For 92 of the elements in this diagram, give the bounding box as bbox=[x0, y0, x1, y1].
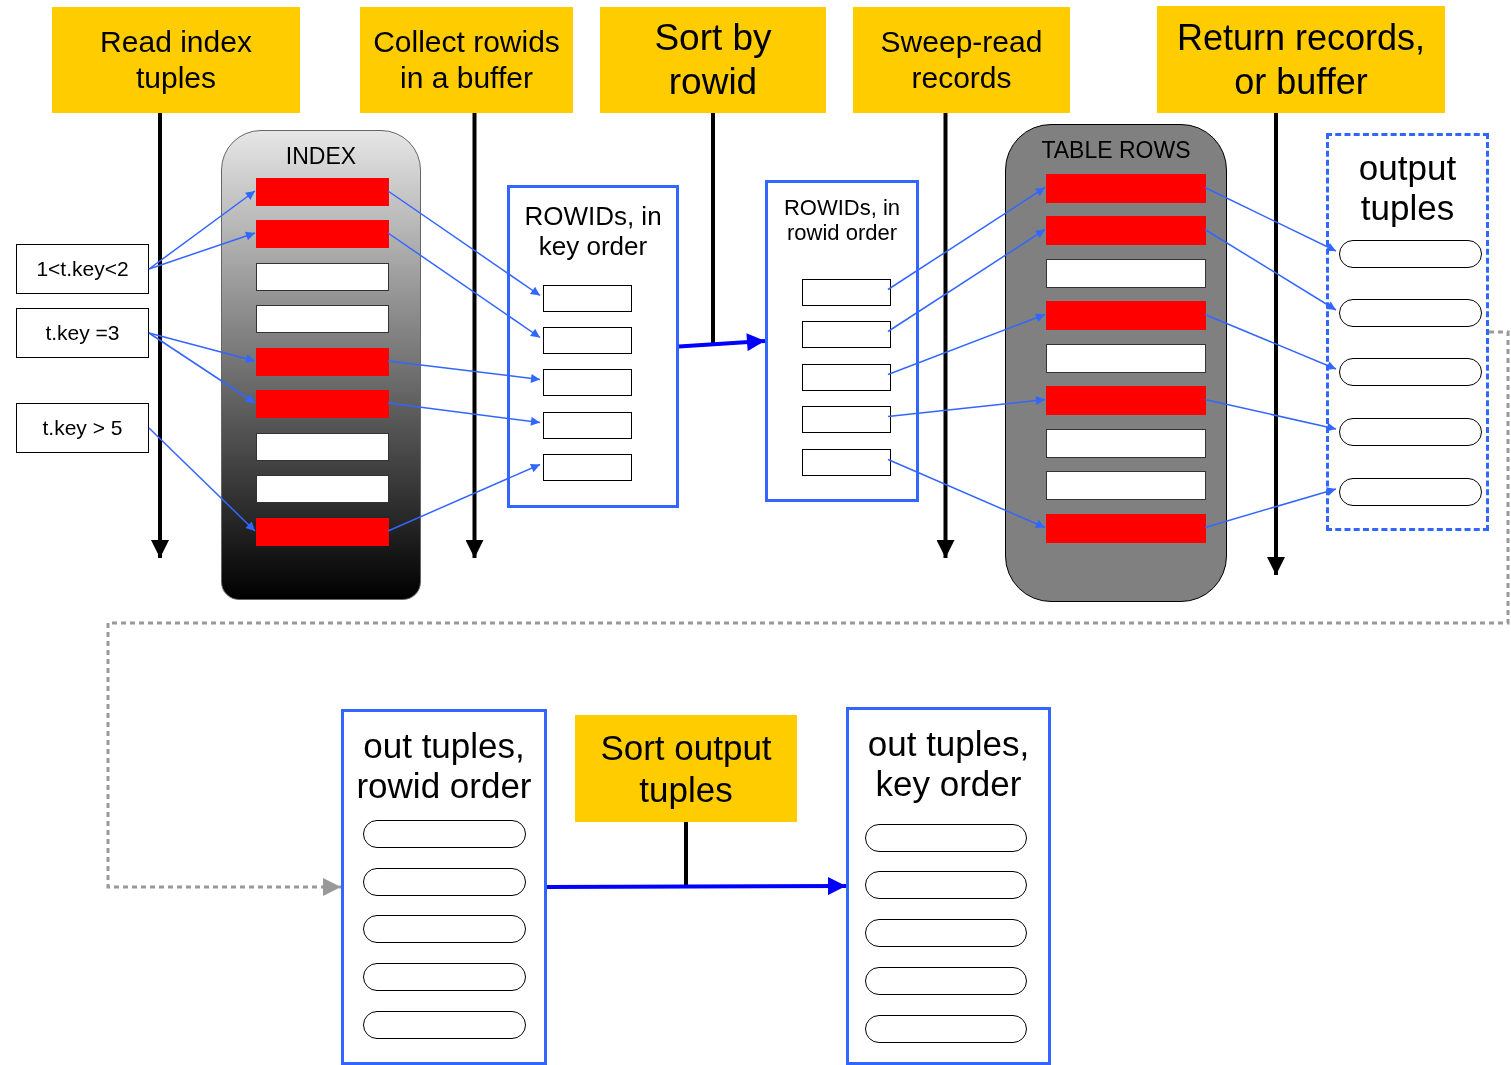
arrow bbox=[887, 396, 1046, 418]
buffer-panel bbox=[341, 709, 547, 1065]
condition-box: t.key =3 bbox=[16, 308, 149, 358]
arrow bbox=[1267, 113, 1285, 575]
rowid-slot bbox=[543, 412, 632, 439]
arrow bbox=[151, 113, 169, 558]
matched-row bbox=[256, 390, 389, 418]
tuple-slot bbox=[363, 868, 526, 896]
arrow bbox=[465, 113, 484, 558]
step-box: Sweep-read records bbox=[853, 7, 1070, 113]
arrow bbox=[1204, 313, 1337, 370]
rowid-slot bbox=[802, 321, 891, 348]
arrow bbox=[887, 228, 1046, 333]
arrow bbox=[387, 190, 541, 297]
arrow bbox=[148, 190, 256, 270]
arrow bbox=[887, 458, 1046, 529]
arrow bbox=[148, 332, 256, 364]
row bbox=[1046, 259, 1206, 288]
tuple-slot bbox=[1339, 418, 1482, 446]
rowid-slot bbox=[802, 364, 891, 391]
arrow bbox=[387, 232, 541, 339]
buffer-panel bbox=[846, 707, 1051, 1065]
tuple-slot bbox=[1339, 299, 1482, 327]
matched-row bbox=[1046, 301, 1206, 330]
step-box: Read index tuples bbox=[52, 7, 300, 113]
matched-row bbox=[1046, 174, 1206, 203]
row bbox=[1046, 344, 1206, 373]
panel-title: output tuples bbox=[1357, 148, 1458, 229]
arrow bbox=[547, 877, 846, 896]
row bbox=[256, 305, 389, 333]
matched-row bbox=[1046, 514, 1206, 543]
step-box: Collect rowids in a buffer bbox=[360, 7, 573, 113]
panel-title: ROWIDs, in key order bbox=[523, 202, 663, 262]
panel-title: ROWIDs, in rowid order bbox=[782, 195, 902, 246]
row bbox=[1046, 429, 1206, 458]
arrow bbox=[148, 427, 256, 532]
condition-box: 1<t.key<2 bbox=[16, 244, 149, 294]
arrow bbox=[387, 402, 541, 426]
step-box: Return records, or buffer bbox=[1157, 6, 1445, 113]
matched-row bbox=[256, 220, 389, 248]
tuple-slot bbox=[363, 963, 526, 991]
arrow bbox=[887, 186, 1046, 291]
arrow bbox=[887, 313, 1046, 376]
step-box: Sort output tuples bbox=[575, 715, 797, 822]
tuple-slot bbox=[1339, 478, 1482, 506]
buffer-panel bbox=[507, 185, 679, 508]
arrow bbox=[1204, 186, 1337, 252]
rowid-slot bbox=[802, 449, 891, 476]
arrow bbox=[148, 332, 256, 404]
tuple-slot bbox=[865, 871, 1027, 899]
row bbox=[256, 263, 389, 291]
output-panel bbox=[1326, 133, 1489, 531]
rowid-slot bbox=[543, 327, 632, 354]
arrow bbox=[1204, 228, 1337, 311]
index-panel bbox=[221, 130, 421, 600]
buffer-panel bbox=[765, 180, 919, 502]
arrow bbox=[387, 463, 541, 532]
tuple-slot bbox=[865, 1015, 1027, 1043]
arrow bbox=[148, 231, 256, 270]
rowid-slot bbox=[543, 369, 632, 396]
condition-box: t.key > 5 bbox=[16, 403, 149, 453]
tuple-slot bbox=[865, 967, 1027, 995]
tuple-slot bbox=[1339, 358, 1482, 386]
matched-row bbox=[256, 348, 389, 376]
panel-title: TABLE ROWS bbox=[1040, 137, 1192, 164]
row bbox=[256, 475, 389, 503]
arrow bbox=[106, 330, 1510, 896]
panel-title: out tuples, rowid order bbox=[355, 726, 533, 807]
arrow bbox=[387, 360, 541, 383]
rowid-slot bbox=[802, 406, 891, 433]
tuple-slot bbox=[363, 820, 526, 848]
tuple-slot bbox=[865, 824, 1027, 852]
tuple-slot bbox=[865, 919, 1027, 947]
panel-title: INDEX bbox=[284, 143, 358, 170]
connector-line bbox=[684, 822, 688, 886]
arrow bbox=[678, 333, 766, 352]
tuple-slot bbox=[1339, 240, 1482, 268]
matched-row bbox=[1046, 386, 1206, 415]
panel-title: out tuples, key order bbox=[866, 724, 1031, 805]
arrow bbox=[936, 113, 955, 558]
matched-row bbox=[256, 178, 389, 206]
row bbox=[256, 433, 389, 461]
rowid-slot bbox=[802, 279, 891, 306]
row bbox=[1046, 471, 1206, 500]
matched-row bbox=[1046, 216, 1206, 245]
rowid-slot bbox=[543, 454, 632, 481]
rowid-slot bbox=[543, 285, 632, 312]
step-box: Sort by rowid bbox=[600, 7, 826, 113]
table-panel bbox=[1005, 124, 1227, 602]
tuple-slot bbox=[363, 1011, 526, 1039]
matched-row bbox=[256, 518, 389, 546]
tuple-slot bbox=[363, 915, 526, 943]
